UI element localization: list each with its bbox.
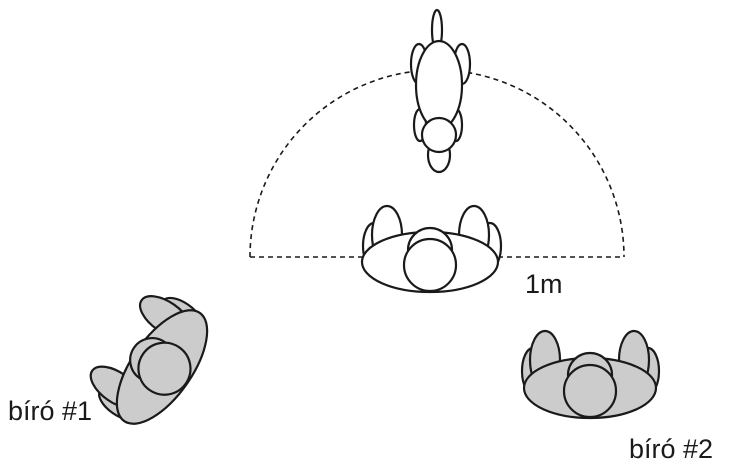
dog-head bbox=[422, 118, 456, 152]
handler-head bbox=[404, 239, 456, 291]
dog-body bbox=[416, 41, 462, 129]
judge-2-head bbox=[564, 365, 616, 417]
judge-2-figure bbox=[522, 331, 659, 418]
judge-1-label: bíró #1 bbox=[8, 396, 92, 426]
judge-1-figure bbox=[79, 281, 224, 438]
distance-label: 1m bbox=[525, 269, 563, 299]
dog-figure bbox=[411, 10, 470, 172]
judge-2-label: bíró #2 bbox=[629, 434, 713, 464]
handler-figure bbox=[362, 206, 501, 292]
